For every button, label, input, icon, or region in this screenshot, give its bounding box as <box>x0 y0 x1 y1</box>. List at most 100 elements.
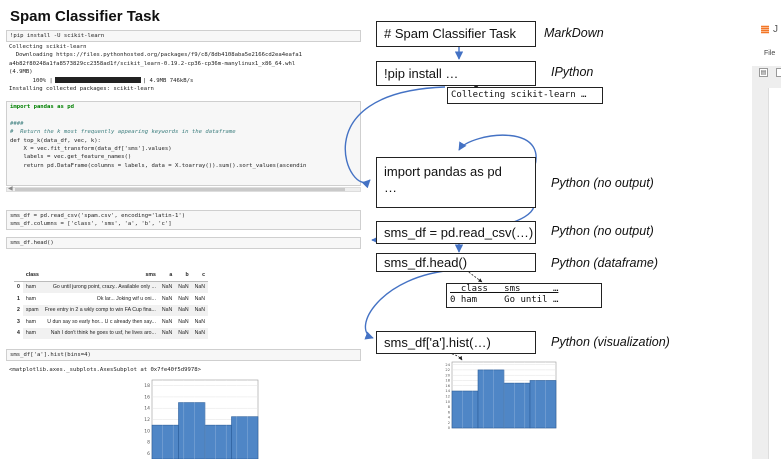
cell-type-label: Python (no output) <box>551 224 654 238</box>
diagram-box-read-csv: sms_df = pd.read_csv(…) <box>376 221 536 244</box>
table-cell: ham <box>25 318 36 325</box>
table-cell: Ok lar... Joking wif u oni... <box>96 295 156 302</box>
save-icon[interactable]: ▤ <box>759 68 768 77</box>
dataframe-table: class sms a b c 0 ham Go until jurong po… <box>14 269 209 339</box>
code-cell-read-csv[interactable]: sms_df = pd.read_csv('spam.csv', encodin… <box>6 210 361 230</box>
table-cell: NaN <box>158 327 176 339</box>
table-cell: NaN <box>175 304 192 316</box>
y-tick-label: 4 <box>448 416 451 420</box>
y-tick-label: 22 <box>445 368 450 372</box>
cell-type-label: Python (dataframe) <box>551 256 658 270</box>
code-text: sms_df['a'].hist(bins=4) <box>10 352 91 358</box>
notebook-title: Spam Classifier Task <box>10 8 160 25</box>
jupyter-header <box>752 20 781 66</box>
y-tick-label: 16 <box>445 384 450 388</box>
table-cell: NaN <box>191 304 209 316</box>
pip-output-box: Collecting scikit-learn … <box>447 87 603 104</box>
histogram-bar <box>151 424 179 459</box>
y-tick-label: 6 <box>147 451 150 457</box>
y-tick-label: 6 <box>448 410 451 414</box>
code-cell-head[interactable]: sms_df.head() <box>6 237 361 249</box>
code-text: import pandas as pd #### # Return the k … <box>10 104 307 169</box>
jupyter-name: J <box>773 24 778 35</box>
table-cell: ham <box>25 295 36 302</box>
table-cell: NaN <box>178 318 189 325</box>
jupyter-logo-icon[interactable]: ≣ <box>760 22 771 36</box>
table-cell: Free entry in 2 a wkly comp to win FA Cu… <box>41 304 159 316</box>
y-tick-label: 18 <box>445 379 450 383</box>
histogram-bar <box>231 416 259 459</box>
table-cell: ham <box>22 281 42 293</box>
table-cell: NaN <box>194 295 206 302</box>
cell-type-label: Python (no output) <box>551 176 654 190</box>
table-cell: Nah I don't think he goes to usf, he liv… <box>41 327 159 339</box>
table-cell: 2 <box>17 307 20 314</box>
diagram-box-import: import pandas as pd … <box>376 157 536 208</box>
box-line: import pandas as pd <box>384 164 502 179</box>
cell-type-label: MarkDown <box>544 26 604 40</box>
code-text: !pip install -U scikit-learn <box>10 33 105 39</box>
cell-type-label: IPython <box>551 65 594 79</box>
y-tick-label: 8 <box>448 405 451 409</box>
y-tick-label: 10 <box>144 428 150 434</box>
toolbar-button[interactable] <box>776 68 781 77</box>
table-cell: NaN <box>191 327 209 339</box>
scroll-left-icon[interactable]: ◀ <box>8 186 13 192</box>
df-output-row: 0 ham Go until … <box>450 295 559 305</box>
y-tick-label: 8 <box>147 440 150 446</box>
y-tick-label: 10 <box>445 400 450 404</box>
cell-type-label: Python (visualization) <box>551 335 670 349</box>
menu-file[interactable]: File <box>764 50 776 57</box>
table-cell: NaN <box>158 281 176 293</box>
hist-output-text: <matplotlib.axes._subplots.AxesSubplot a… <box>9 367 201 373</box>
table-header: class <box>22 269 42 282</box>
table-cell: NaN <box>178 295 189 302</box>
histogram-bar <box>503 382 531 429</box>
y-tick-label: 14 <box>144 406 150 412</box>
table-header-row: class sms a b c <box>14 269 209 282</box>
code-cell-pip-install[interactable]: !pip install -U scikit-learn <box>6 30 361 42</box>
table-cell: Go until jurong point, crazy.. Available… <box>41 281 159 293</box>
table-cell: NaN <box>191 281 209 293</box>
y-tick-label: 20 <box>445 373 450 377</box>
histogram-bar <box>477 369 505 429</box>
y-tick-label: 2 <box>448 421 450 425</box>
table-cell: 4 <box>17 330 20 337</box>
table-cell: NaN <box>175 281 192 293</box>
table-row: 4 ham Nah I don't think he goes to usf, … <box>14 327 209 339</box>
diagram-box-head: sms_df.head() <box>376 253 536 272</box>
table-cell: NaN <box>194 318 206 325</box>
df-output-header: class sms … <box>450 284 559 294</box>
table-header <box>14 269 23 282</box>
table-cell: NaN <box>158 304 176 316</box>
histogram-bar <box>178 402 206 459</box>
table-row: 3 ham U dun say so early hor... U c alre… <box>14 316 208 328</box>
table-header: sms <box>41 269 159 282</box>
y-tick-label: 18 <box>144 383 150 389</box>
horizontal-scrollbar[interactable]: ◀ <box>6 186 361 192</box>
dataframe-output-box: class sms … 0 ham Go until … <box>446 283 602 308</box>
table-cell: 0 <box>17 284 20 291</box>
y-tick-label: 14 <box>445 389 450 393</box>
table-cell: NaN <box>175 327 192 339</box>
table-cell: 1 <box>17 295 20 302</box>
code-text: sms_df = pd.read_csv('spam.csv', encodin… <box>10 213 186 228</box>
table-row: 0 ham Go until jurong point, crazy.. Ava… <box>14 281 209 293</box>
code-cell-import-pandas[interactable]: import pandas as pd #### # Return the k … <box>6 101 361 186</box>
code-cell-hist[interactable]: sms_df['a'].hist(bins=4) <box>6 349 361 361</box>
pip-output: Collecting scikit-learn Downloading http… <box>9 44 302 93</box>
diagram-box-hist: sms_df['a'].hist(…) <box>376 331 536 354</box>
y-tick-label: 12 <box>144 417 150 423</box>
code-text: sms_df.head() <box>10 240 54 246</box>
y-tick-label: 12 <box>445 395 450 399</box>
diagram-box-markdown: # Spam Classifier Task <box>376 21 536 47</box>
download-progress-bar <box>54 76 141 83</box>
table-cell: ham <box>22 327 42 339</box>
histogram-bar <box>529 380 557 429</box>
table-cell: NaN <box>161 318 173 325</box>
box-line: … <box>384 180 397 195</box>
table-header: b <box>175 269 192 282</box>
scrollbar-thumb[interactable] <box>15 188 345 191</box>
